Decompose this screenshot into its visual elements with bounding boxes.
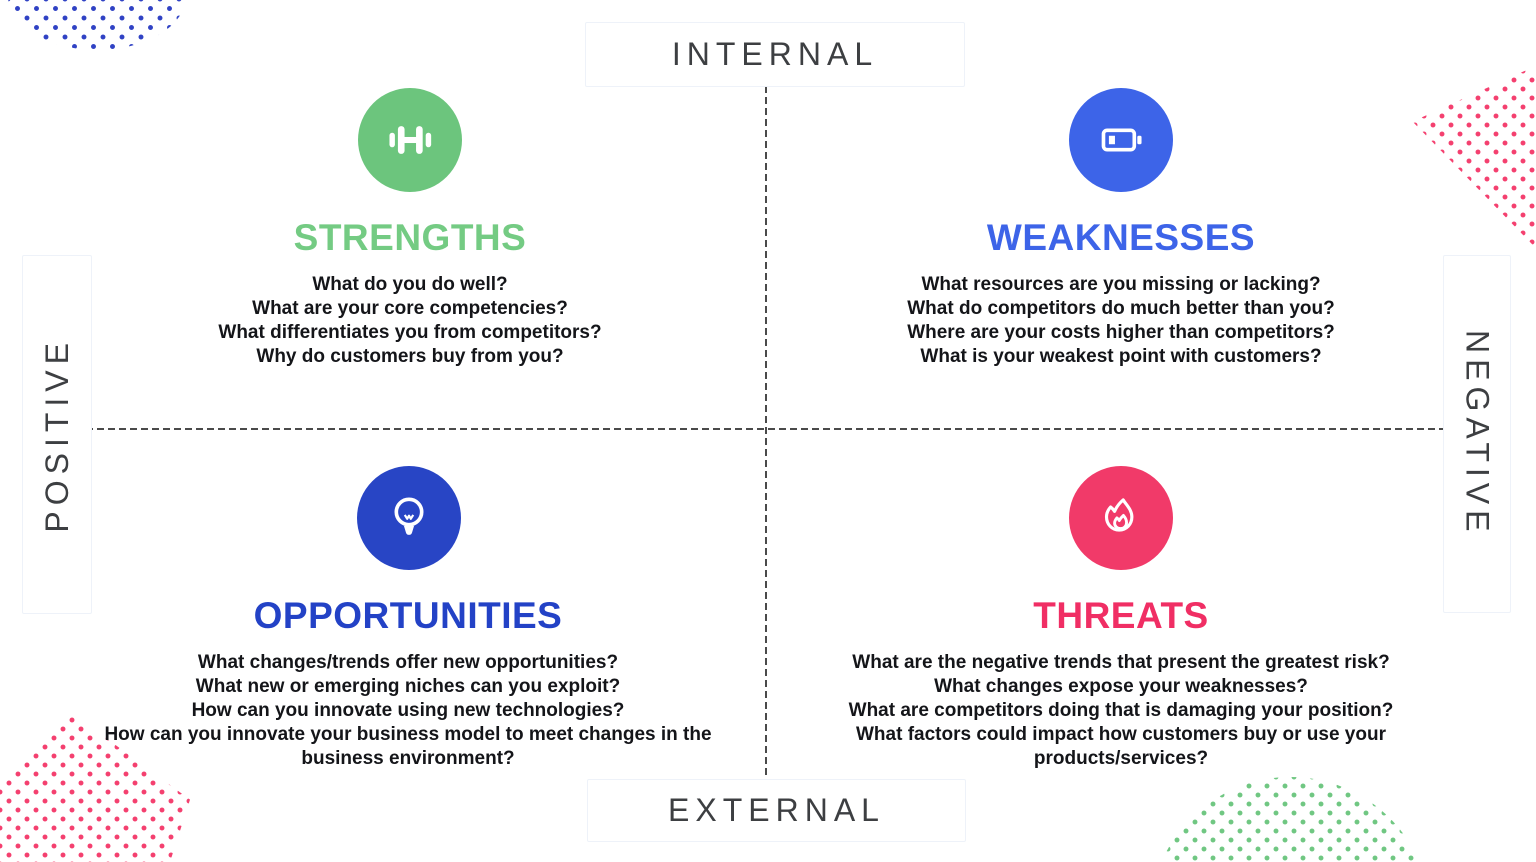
question-line: How can you innovate your business model… — [104, 724, 712, 769]
question-line: What do you do well? — [312, 274, 508, 295]
question-line: What changes expose your weaknesses? — [934, 676, 1308, 697]
strengths-title: STRENGTHS — [293, 217, 527, 258]
dots-decoration-top-right — [1412, 65, 1536, 249]
axis-label-positive: POSITIVE — [22, 255, 92, 614]
opportunities-title: OPPORTUNITIES — [253, 595, 563, 636]
threats-title: THREATS — [1033, 595, 1209, 636]
question-line: What new or emerging niches can you expl… — [195, 676, 621, 697]
flame-icon — [1104, 498, 1134, 532]
weaknesses-icon-circle — [1069, 88, 1173, 192]
weaknesses-questions: What resources are you missing or lackin… — [871, 273, 1371, 369]
axis-label-negative: NEGATIVE — [1443, 255, 1511, 613]
axis-label-internal-text: INTERNAL — [671, 36, 879, 72]
axis-label-external-text: EXTERNAL — [668, 792, 885, 828]
strengths-questions: What do you do well? What are your core … — [170, 273, 650, 369]
threats-icon-circle — [1069, 466, 1173, 570]
question-line: What are competitors doing that is damag… — [848, 700, 1394, 721]
question-line: What are your core competencies? — [252, 298, 568, 319]
axis-label-negative-text: NEGATIVE — [1459, 330, 1496, 538]
opportunities-icon-circle — [357, 466, 461, 570]
dumbbell-icon — [389, 126, 432, 154]
question-line: What is your weakest point with customer… — [920, 346, 1322, 367]
dots-decoration-top-left — [8, 0, 186, 50]
question-line: How can you innovate using new technolog… — [191, 700, 625, 721]
strengths-icon-circle — [358, 88, 462, 192]
opportunities-questions: What changes/trends offer new opportunit… — [78, 651, 738, 771]
question-line: What do competitors do much better than … — [907, 298, 1335, 319]
lightbulb-icon — [394, 497, 424, 535]
question-line: What differentiates you from competitors… — [218, 322, 602, 343]
question-line: What factors could impact how customers … — [856, 724, 1386, 769]
axis-label-external: EXTERNAL — [587, 779, 966, 842]
dots-decoration-bottom-right — [1150, 777, 1431, 862]
question-line: Where are your costs higher than competi… — [907, 322, 1335, 343]
question-line: What changes/trends offer new opportunit… — [197, 652, 619, 673]
axis-label-positive-text: POSITIVE — [38, 336, 75, 533]
question-line: What resources are you missing or lackin… — [921, 274, 1321, 295]
weaknesses-title: WEAKNESSES — [986, 217, 1256, 258]
axis-label-internal: INTERNAL — [585, 22, 965, 87]
vertical-axis-dashed-line — [765, 86, 767, 777]
low-battery-icon — [1101, 128, 1142, 152]
threats-questions: What are the negative trends that presen… — [821, 651, 1421, 771]
question-line: What are the negative trends that presen… — [852, 652, 1390, 673]
question-line: Why do customers buy from you? — [256, 346, 564, 367]
